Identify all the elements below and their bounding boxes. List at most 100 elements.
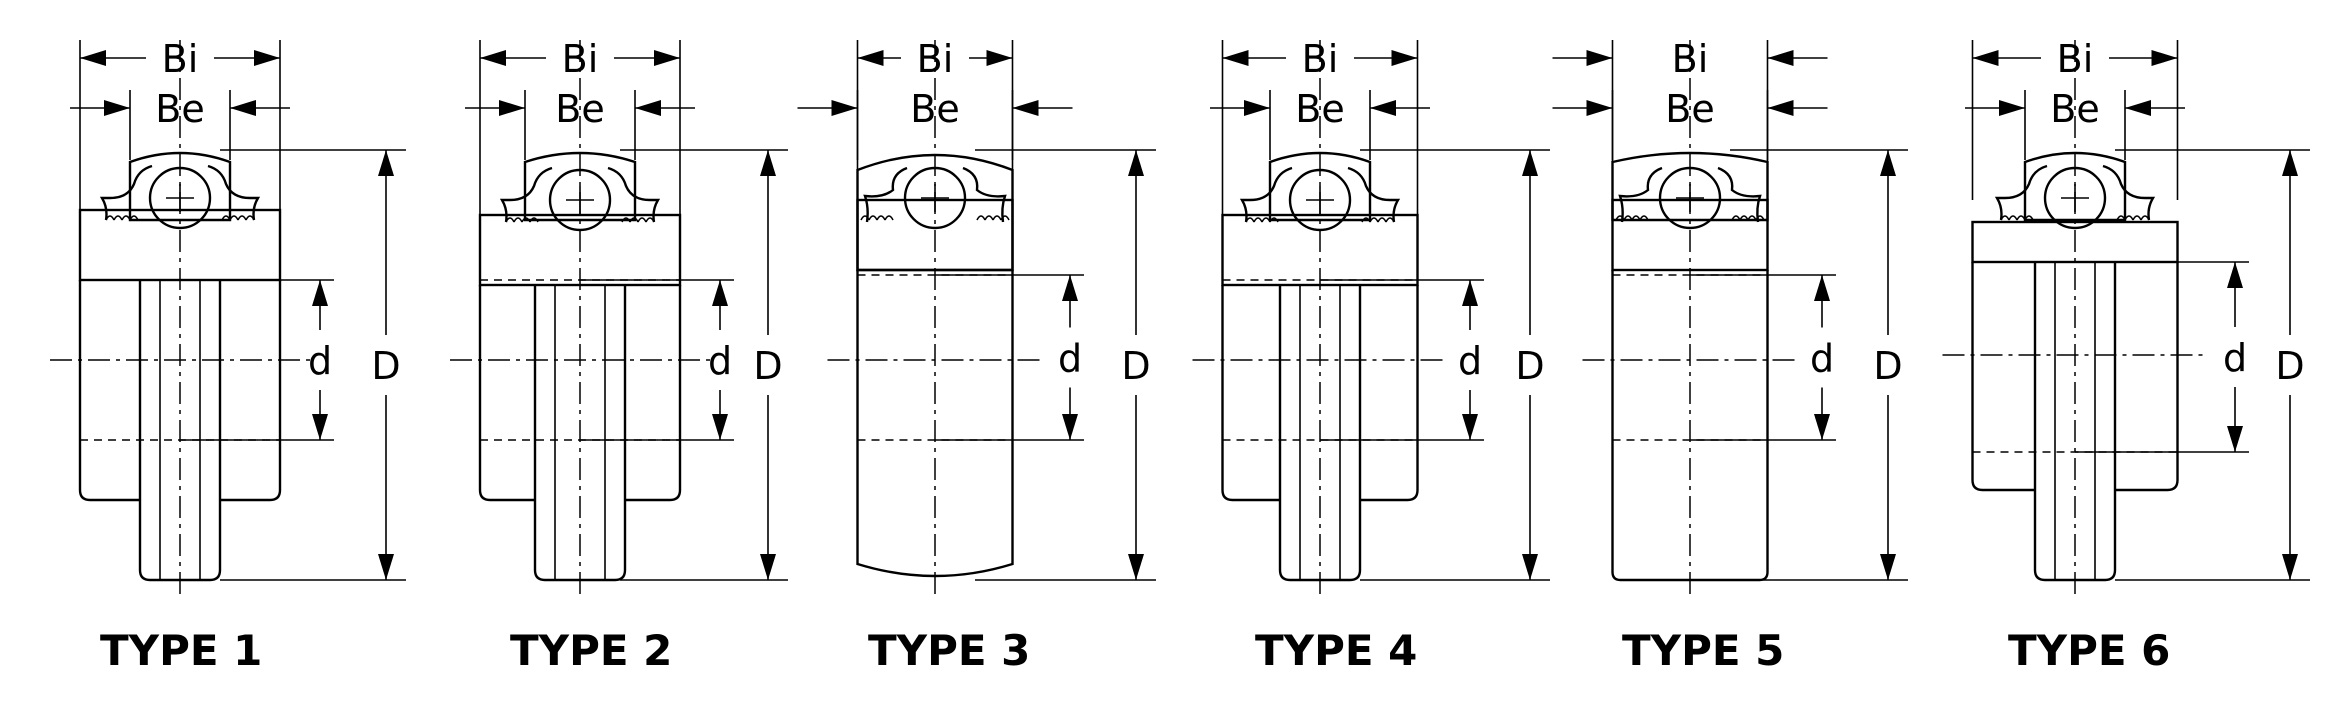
bi-dimension-label: Bi bbox=[162, 37, 199, 81]
seal-lip bbox=[1717, 166, 1762, 223]
arrowhead-right bbox=[254, 50, 280, 66]
bore-diameter-label: d bbox=[1458, 339, 1482, 383]
collar-left bbox=[1971, 262, 2035, 492]
bore-diameter-label: d bbox=[308, 339, 332, 383]
seal-lip bbox=[207, 164, 261, 221]
seal-tooth bbox=[221, 215, 231, 221]
seal-tooth bbox=[1361, 217, 1371, 223]
seal-tooth bbox=[645, 217, 655, 223]
arrowhead-up bbox=[1814, 275, 1830, 301]
arrowhead-left bbox=[480, 50, 506, 66]
arrowhead-down bbox=[1522, 554, 1538, 580]
collar-left bbox=[1221, 285, 1280, 502]
arrowhead-up bbox=[1522, 150, 1538, 176]
seal-tooth bbox=[105, 215, 115, 221]
outer-diameter-label: D bbox=[1873, 344, 1902, 388]
seal-tooth bbox=[229, 215, 239, 221]
arrowhead-right bbox=[1586, 50, 1613, 66]
outer-ring bbox=[523, 151, 637, 222]
arrowhead-right bbox=[2151, 50, 2178, 66]
seal-lip bbox=[499, 166, 553, 223]
seal-tooth bbox=[1385, 217, 1395, 223]
seal-lip bbox=[607, 166, 661, 223]
seal-lip bbox=[962, 166, 1007, 223]
be-dimension-label: Be bbox=[155, 87, 204, 131]
arrowhead-down bbox=[312, 414, 328, 440]
seal-tooth bbox=[2008, 215, 2018, 221]
arrowhead-down bbox=[1880, 554, 1896, 580]
seal-tooth bbox=[629, 217, 639, 223]
type-label-type-5: TYPE 5 bbox=[1622, 626, 1784, 675]
outer-diameter-label: D bbox=[371, 344, 400, 388]
arrowhead-right bbox=[986, 50, 1013, 66]
bi-dimension-label: Bi bbox=[562, 37, 599, 81]
type-label-type-1: TYPE 1 bbox=[100, 626, 262, 675]
seal-tooth bbox=[113, 215, 123, 221]
arrowhead-up bbox=[2227, 262, 2243, 288]
arrowhead-up bbox=[378, 150, 394, 176]
seal-tooth bbox=[2140, 215, 2150, 221]
seal-tooth bbox=[992, 215, 1002, 221]
arrowhead-up bbox=[1880, 150, 1896, 176]
seal-tooth bbox=[860, 215, 870, 221]
collar-left bbox=[478, 285, 535, 502]
arrowhead-left bbox=[1370, 100, 1396, 116]
arrowhead-right bbox=[654, 50, 680, 66]
seal-tooth bbox=[1639, 215, 1649, 221]
seal-tooth bbox=[1269, 217, 1279, 223]
seal-lip bbox=[1347, 166, 1401, 223]
seal-lip bbox=[1994, 164, 2048, 221]
outer-ring bbox=[2023, 151, 2127, 222]
seal-tooth bbox=[876, 215, 886, 221]
type-label-type-4: TYPE 4 bbox=[1255, 626, 1417, 675]
arrowhead-right bbox=[1391, 50, 1418, 66]
arrowhead-down bbox=[1462, 414, 1478, 440]
be-dimension-label: Be bbox=[2050, 87, 2099, 131]
arrowhead-up bbox=[1062, 275, 1078, 301]
seal-tooth bbox=[2124, 215, 2134, 221]
arrowhead-up bbox=[760, 150, 776, 176]
arrowhead-left bbox=[1012, 100, 1039, 116]
arrowhead-left bbox=[80, 50, 106, 66]
arrowhead-down bbox=[760, 554, 776, 580]
arrowhead-right bbox=[499, 100, 525, 116]
arrowhead-up bbox=[1128, 150, 1144, 176]
seal-tooth bbox=[2132, 215, 2142, 221]
arrowhead-right bbox=[1244, 100, 1270, 116]
arrowhead-right bbox=[1999, 100, 2025, 116]
seal-tooth bbox=[2024, 215, 2034, 221]
seal-lip bbox=[863, 166, 908, 223]
arrowhead-down bbox=[2227, 426, 2243, 452]
outer-ring bbox=[1268, 151, 1372, 222]
seal-tooth bbox=[1245, 217, 1255, 223]
arrowhead-left bbox=[1222, 50, 1249, 66]
seal-tooth bbox=[529, 217, 539, 223]
seal-tooth bbox=[1631, 215, 1641, 221]
outer-diameter-label: D bbox=[1121, 344, 1150, 388]
be-dimension-label: Be bbox=[555, 87, 604, 131]
seal-tooth bbox=[237, 215, 247, 221]
seal-tooth bbox=[976, 215, 986, 221]
arrowhead-left bbox=[1767, 100, 1794, 116]
arrowhead-up bbox=[312, 280, 328, 306]
seal-tooth bbox=[868, 215, 878, 221]
bore-diameter-label: d bbox=[708, 339, 732, 383]
type-label-type-6: TYPE 6 bbox=[2008, 626, 2170, 675]
seal-tooth bbox=[884, 215, 894, 221]
arrowhead-left bbox=[1767, 50, 1794, 66]
seal-tooth bbox=[1000, 215, 1010, 221]
seal-tooth bbox=[984, 215, 994, 221]
arrowhead-left bbox=[857, 50, 884, 66]
arrowhead-right bbox=[831, 100, 858, 116]
seal-tooth bbox=[513, 217, 523, 223]
bi-dimension-label: Bi bbox=[917, 37, 954, 81]
outer-diameter-label: D bbox=[753, 344, 782, 388]
seal-tooth bbox=[1615, 215, 1625, 221]
seal-tooth bbox=[121, 215, 131, 221]
seal-lip bbox=[1239, 166, 1293, 223]
